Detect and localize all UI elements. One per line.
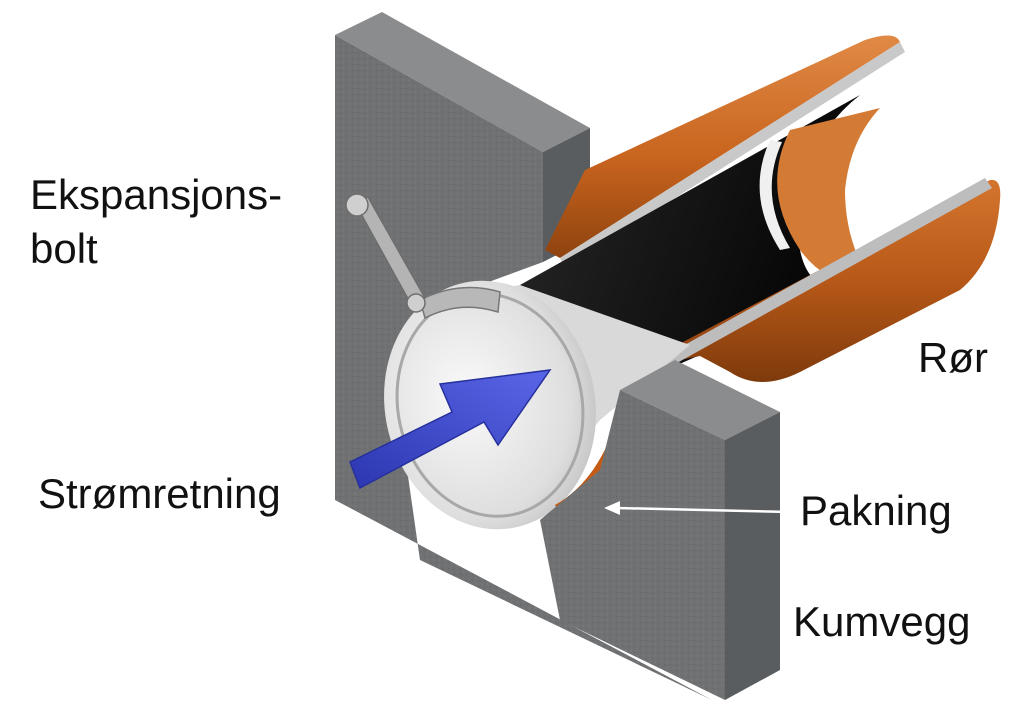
wall-front-top <box>620 360 780 440</box>
flow-arrow-shape <box>349 369 552 490</box>
label-manhole-wall: Kumvegg <box>793 598 971 645</box>
wall-front-face <box>540 390 725 700</box>
gasket-pointer-head <box>604 501 620 515</box>
pipe-lower-rim <box>625 178 992 388</box>
label-pipe: Rør <box>918 334 988 381</box>
bolt-head-bottom <box>406 293 426 313</box>
wall-front-block <box>540 360 780 700</box>
wall-front-side <box>725 412 780 700</box>
label-expansion-bolt-line2: bolt <box>30 225 98 272</box>
clamp-bracket <box>419 286 501 320</box>
label-gasket: Pakning <box>800 487 952 534</box>
pipe-inner-highlight <box>759 140 790 250</box>
gasket-pointer-line <box>615 506 791 514</box>
label-expansion-bolt-line1: Ekspansjons- <box>30 171 283 218</box>
pipe-far-end <box>777 108 880 282</box>
flow-arrow <box>349 369 552 490</box>
gasket-pointer <box>604 501 791 515</box>
expansion-bolt <box>345 193 427 313</box>
label-flow-direction: Strømretning <box>38 470 281 517</box>
pipe-upper-rim <box>560 42 905 268</box>
bolt-head-top <box>345 193 369 217</box>
pipe <box>500 35 1001 390</box>
wall-back-top <box>335 12 590 152</box>
wall-back-face <box>335 35 712 700</box>
pipe-upper-shell <box>545 35 900 258</box>
